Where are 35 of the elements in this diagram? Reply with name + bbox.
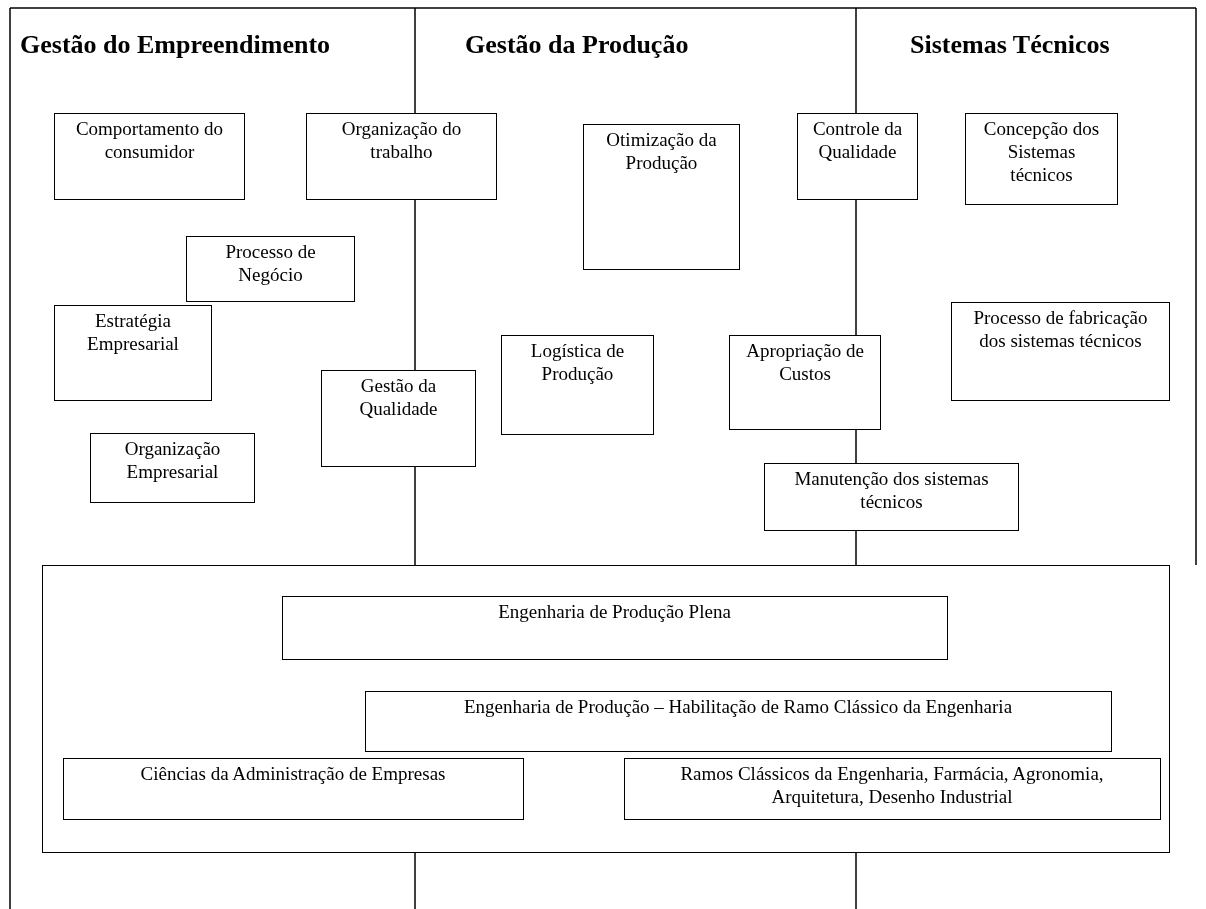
text-box (797, 113, 918, 200)
box-label: Organização Empresarial (123, 437, 222, 484)
box-label: Organização do trabalho (340, 117, 463, 164)
box-label: Controle da Qualidade (811, 117, 904, 164)
box-label: Processo de Negócio (224, 240, 317, 287)
box-label: Otimização da Produção (605, 128, 718, 175)
text-box (281, 595, 948, 660)
box-label: Ramos Clássicos da Engenharia, Farmácia, Agronomia, Arquitetura, Desenho Industrial (679, 761, 1105, 809)
text-box (965, 113, 1118, 205)
text-box (186, 236, 355, 302)
text-box (764, 463, 1019, 531)
box-label: Concepção dos Sistemas técnicos (982, 117, 1101, 187)
text-box (90, 433, 255, 503)
box-label: Engenharia de Produção – Habilitação de Ramo Clássico da Engenharia (462, 694, 1014, 719)
box-label: Apropriação de Custos (745, 339, 865, 386)
box-label: Manutenção dos sistemas técnicos (793, 467, 990, 514)
text-box (623, 757, 1161, 820)
text-box (54, 113, 245, 200)
group-box (42, 565, 1170, 853)
text-box (583, 124, 740, 270)
text-box (729, 335, 881, 430)
box-label: Engenharia de Produção Plena (497, 599, 732, 624)
box-label: Ciências da Administração de Empresas (139, 761, 447, 786)
text-box (306, 113, 497, 200)
text-box (62, 757, 524, 820)
text-box (501, 335, 654, 435)
box-label: Processo de fabricação dos sistemas técnicos (972, 306, 1149, 353)
box-label: Estratégia Empresarial (86, 309, 180, 356)
box-label: Logística de Produção (529, 339, 626, 386)
text-box (54, 305, 212, 401)
text-box (951, 302, 1170, 401)
text-box (321, 370, 476, 467)
box-label: Comportamento do consumidor (74, 117, 225, 164)
box-label: Gestão da Qualidade (358, 374, 439, 421)
text-box (364, 690, 1112, 752)
